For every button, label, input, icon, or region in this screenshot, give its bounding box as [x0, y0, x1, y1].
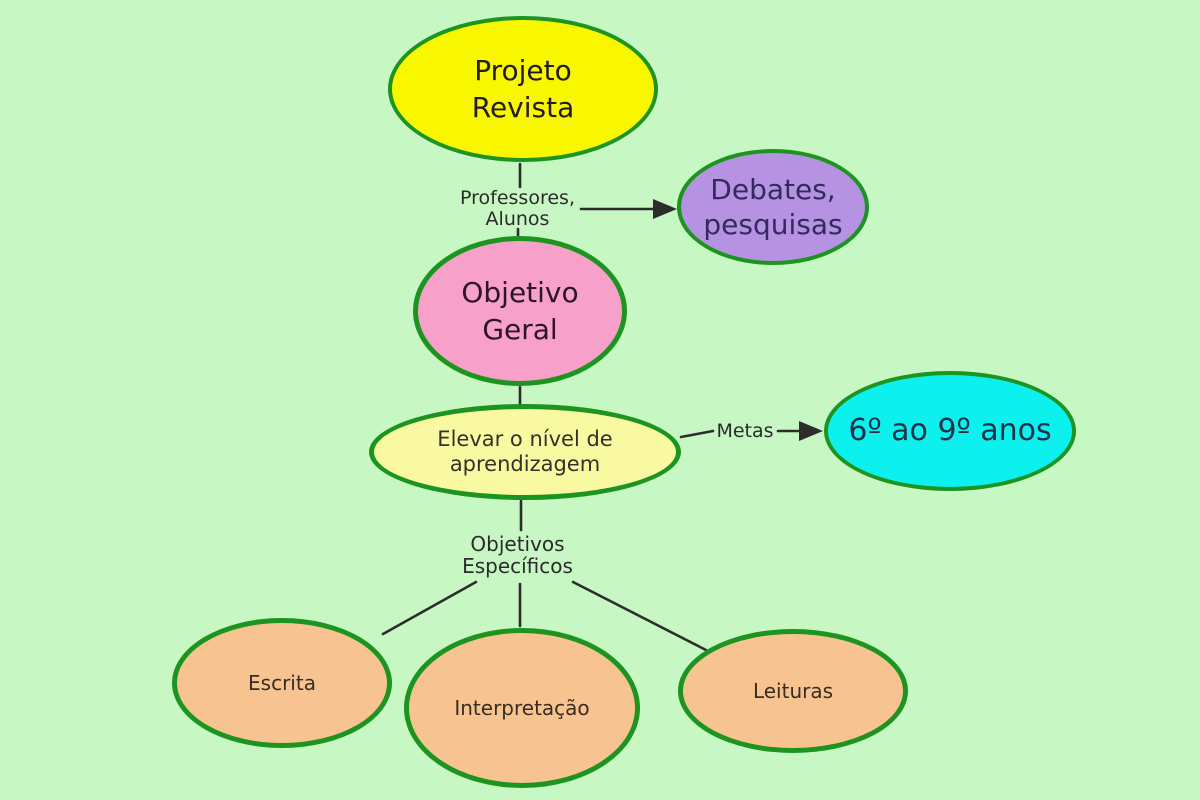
node-label-line: Interpretação — [454, 696, 590, 720]
connector-objetivos-to-leituras — [571, 580, 708, 652]
node-label-line: pesquisas — [703, 208, 843, 241]
node-label-line: Geral — [482, 313, 558, 346]
node-label-line: 6º ao 9º anos — [848, 413, 1052, 448]
node-leituras: Leituras — [678, 629, 908, 753]
edge-label-objetivos-especificos: Objetivos Específicos — [430, 533, 605, 577]
node-6-ao-9-anos: 6º ao 9º anos — [824, 371, 1076, 491]
node-interpretacao: Interpretação — [404, 628, 640, 788]
node-label-line: Projeto — [474, 54, 572, 87]
node-debates-pesquisas: Debates, pesquisas — [677, 149, 869, 265]
connector-elevar-to-metas — [679, 429, 715, 439]
edge-label-line: Específicos — [462, 554, 573, 578]
node-label-line: Objetivo — [461, 276, 579, 309]
node-escrita: Escrita — [172, 618, 392, 748]
arrow-head-debates-icon — [653, 199, 677, 219]
node-label-line: Elevar o nível de aprendizagem — [437, 427, 613, 476]
node-elevar-nivel: Elevar o nível de aprendizagem — [369, 404, 681, 500]
arrow-head-anos-icon — [799, 421, 823, 441]
edge-label-professores-alunos: Professores, Alunos — [430, 188, 605, 230]
node-label-line: Revista — [471, 91, 575, 124]
node-label-line: Leituras — [752, 679, 834, 703]
edge-label-line: Metas — [716, 420, 774, 442]
edge-label-line: Alunos — [485, 208, 550, 230]
edge-label-line: Professores, — [460, 187, 575, 209]
node-label-line: Debates, — [710, 173, 836, 206]
node-projeto-revista: Projeto Revista — [388, 16, 658, 162]
edge-label-line: Objetivos — [470, 532, 565, 556]
edge-label-metas: Metas — [710, 421, 780, 442]
node-label-line: Escrita — [248, 671, 316, 695]
connector-objetivos-to-escrita — [381, 580, 478, 636]
node-objetivo-geral: Objetivo Geral — [413, 236, 627, 386]
